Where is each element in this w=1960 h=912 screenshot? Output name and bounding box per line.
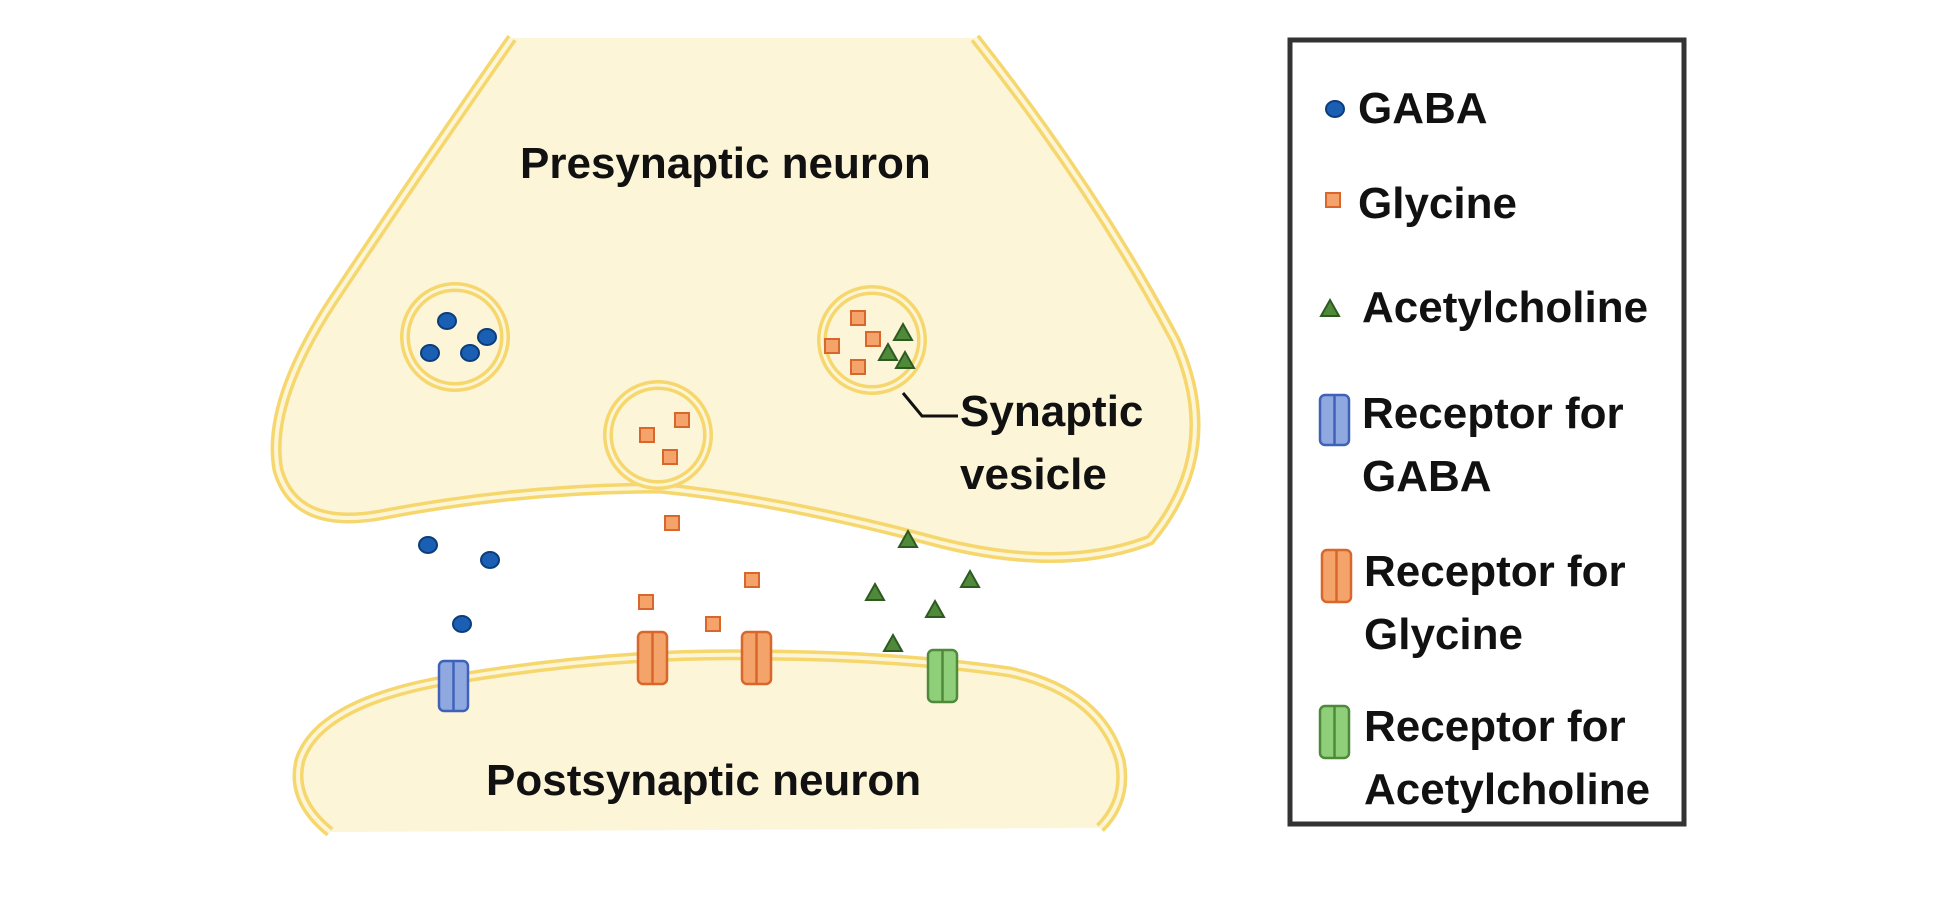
- acetylcholine-molecule: [925, 600, 945, 618]
- glycine-molecule: [664, 515, 680, 531]
- receptor-gaba-legend-icon: [1318, 393, 1351, 447]
- presynaptic-neuron: [270, 34, 1201, 563]
- legend-receptor-ach-line1: Receptor for: [1364, 702, 1626, 751]
- glycine-molecule: [674, 412, 690, 428]
- glycine-molecule: [850, 359, 866, 375]
- gaba-molecule: [418, 536, 438, 554]
- receptor-glycine: [740, 630, 773, 686]
- legend-receptor-gaba-line2: GABA: [1362, 452, 1492, 501]
- orange-square-icon: [1325, 192, 1341, 208]
- blue-circle-icon: [1325, 100, 1345, 118]
- legend: GABA Glycine Acetylcholine Receptor for …: [1287, 37, 1687, 827]
- gaba-molecule: [420, 344, 440, 362]
- legend-gaba-label: GABA: [1358, 84, 1488, 133]
- released-glycine: [638, 515, 760, 632]
- acetylcholine-molecule: [883, 634, 903, 652]
- legend-receptor-ach-line2: Acetylcholine: [1364, 765, 1650, 814]
- acetylcholine-molecule: [960, 570, 980, 588]
- receptor-gaba: [437, 659, 470, 713]
- glycine-molecule: [850, 310, 866, 326]
- released-gaba: [418, 536, 500, 633]
- green-triangle-icon: [1319, 297, 1341, 317]
- presynaptic-label: Presynaptic neuron: [520, 139, 931, 188]
- glycine-molecule: [865, 331, 881, 347]
- glycine-molecule: [638, 594, 654, 610]
- receptor-glycine: [636, 630, 669, 686]
- legend-glycine-label: Glycine: [1358, 179, 1517, 228]
- receptor-glycine-legend-icon: [1320, 548, 1353, 604]
- acetylcholine-molecule: [865, 583, 885, 601]
- receptor-acetylcholine: [926, 648, 959, 704]
- gaba-molecule: [480, 551, 500, 569]
- glycine-molecule: [824, 338, 840, 354]
- receptor-acetylcholine-legend-icon: [1318, 704, 1351, 760]
- vesicle-pointer-line: [901, 392, 958, 418]
- gaba-molecule: [460, 344, 480, 362]
- gaba-molecule: [477, 328, 497, 346]
- legend-receptor-gaba-line1: Receptor for: [1362, 389, 1624, 438]
- postsynaptic-neuron: [292, 649, 1128, 837]
- postsynaptic-label: Postsynaptic neuron: [486, 756, 921, 805]
- vesicle-gaba: [400, 282, 510, 392]
- vesicle-label-line1: Synaptic: [960, 387, 1143, 436]
- gaba-molecule: [437, 312, 457, 330]
- glycine-molecule: [744, 572, 760, 588]
- vesicle-glycine: [603, 380, 713, 490]
- vesicle-mixed: [817, 285, 927, 395]
- legend-box: [1287, 37, 1687, 827]
- glycine-molecule: [705, 616, 721, 632]
- gaba-molecule: [452, 615, 472, 633]
- legend-receptor-glycine-line1: Receptor for: [1364, 547, 1626, 596]
- legend-acetylcholine-label: Acetylcholine: [1362, 283, 1648, 332]
- glycine-molecule: [662, 449, 678, 465]
- vesicle-label-line2: vesicle: [960, 450, 1107, 499]
- legend-receptor-glycine-line2: Glycine: [1364, 610, 1523, 659]
- glycine-molecule: [639, 427, 655, 443]
